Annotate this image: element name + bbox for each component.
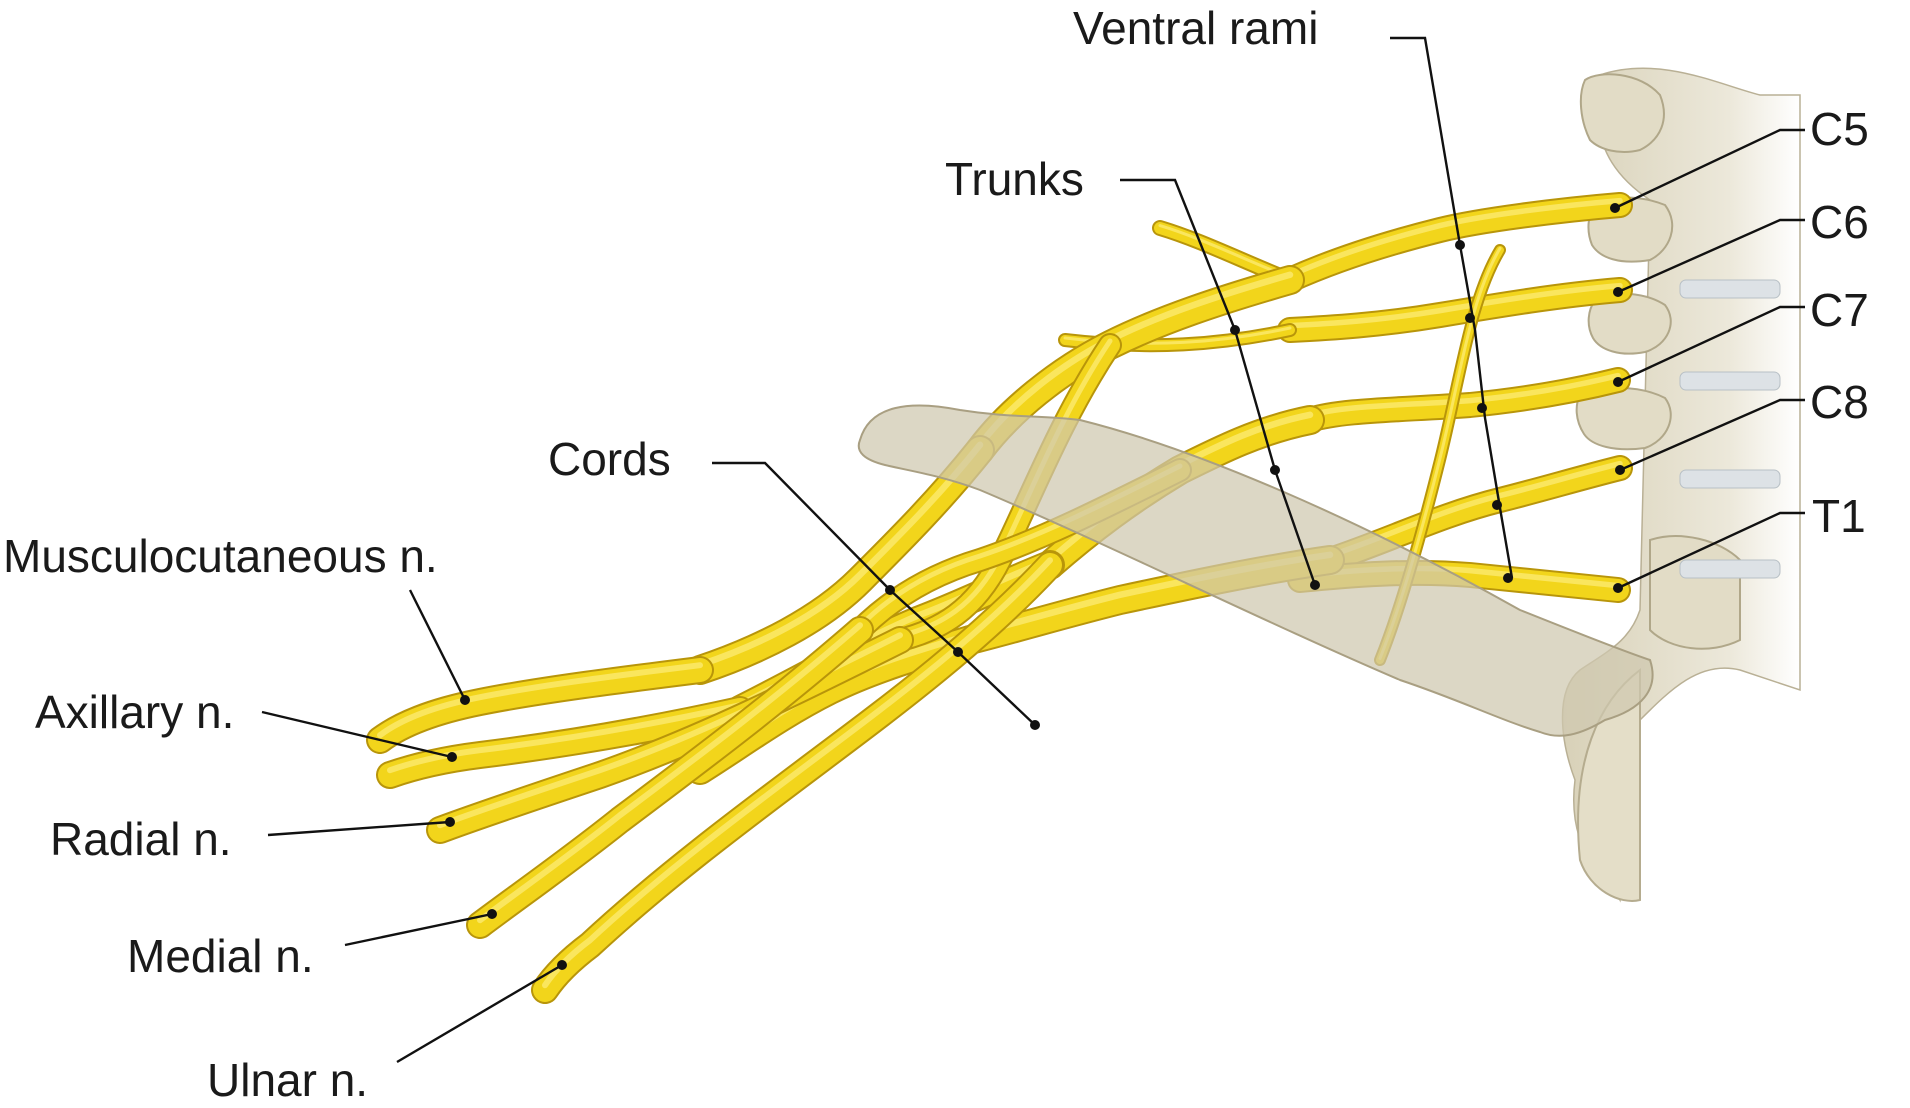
dot-radial — [445, 817, 455, 827]
label-cords: Cords — [548, 433, 671, 485]
dot-cords-1 — [885, 585, 895, 595]
dot-ventral-rami-3 — [1477, 403, 1487, 413]
leader-c6 — [1617, 218, 1805, 294]
dot-trunks-3 — [1310, 580, 1320, 590]
nerve-lateral-cord — [685, 435, 995, 685]
brachial-plexus-nerves — [366, 192, 1633, 1004]
dot-axillary — [447, 752, 457, 762]
nerve-root-c6 — [1277, 277, 1633, 343]
dot-ventral-rami-2 — [1465, 313, 1475, 323]
label-radial: Radial n. — [50, 813, 232, 865]
label-c8: C8 — [1810, 376, 1869, 428]
leader-musculocutaneous — [408, 589, 467, 701]
nerve-root-c5 — [1277, 192, 1633, 293]
dot-cords-2 — [953, 647, 963, 657]
label-ulnar: Ulnar n. — [207, 1054, 368, 1106]
leader-c7 — [1617, 305, 1805, 384]
dot-medial — [487, 909, 497, 919]
leader-t1 — [1617, 511, 1805, 590]
disc-3 — [1679, 469, 1781, 489]
nerve-highlight — [1287, 282, 1623, 329]
leader-radial — [267, 820, 451, 837]
vertebra-c4 — [1579, 73, 1665, 153]
label-axillary: Axillary n. — [35, 686, 234, 738]
nerve-axillary-n — [376, 696, 754, 789]
nerve-fill — [1279, 194, 1631, 291]
nerve-highlight — [477, 622, 863, 924]
dot-trunks-1 — [1230, 325, 1240, 335]
disc-1 — [1679, 279, 1781, 299]
dot-cords-3 — [1030, 720, 1040, 730]
nerve-highlight — [387, 702, 743, 774]
dot-musculocutaneous — [460, 695, 470, 705]
dot-c6 — [1613, 287, 1623, 297]
disc-2 — [1679, 371, 1781, 391]
nerve-root-c7 — [1297, 367, 1631, 433]
label-c7: C7 — [1810, 284, 1869, 336]
label-c6: C6 — [1810, 196, 1869, 248]
vertebra-c6 — [1587, 292, 1672, 355]
clavicle — [857, 404, 1654, 737]
labels: Ventral rami Trunks Cords C5 C6 C7 C8 T1… — [3, 2, 1869, 1106]
nerve-fill — [687, 437, 993, 683]
nerve-fill — [1299, 369, 1629, 431]
label-trunks: Trunks — [945, 153, 1084, 205]
disc-4 — [1679, 559, 1781, 579]
label-t1: T1 — [1812, 490, 1866, 542]
nerve-fill — [368, 658, 712, 752]
nerve-highlight — [1158, 224, 1292, 280]
leader-c8 — [1619, 398, 1805, 472]
nerve-fill — [468, 618, 872, 937]
nerve-medial-n — [466, 616, 874, 939]
dot-c7 — [1613, 377, 1623, 387]
nerve-highlight — [696, 441, 984, 669]
dot-ventral-rami-5 — [1503, 573, 1513, 583]
dot-trunks-2 — [1270, 465, 1280, 475]
nerve-fill — [1279, 279, 1631, 341]
nerve-fill — [378, 698, 752, 787]
vertebra-c7 — [1575, 386, 1672, 451]
nerve-musculocutaneous-n — [366, 656, 714, 754]
dot-t1 — [1613, 583, 1623, 593]
dot-ventral-rami-4 — [1492, 500, 1502, 510]
dot-ulnar — [557, 960, 567, 970]
leader-axillary — [261, 710, 453, 759]
dot-c5 — [1610, 203, 1620, 213]
nerve-highlight — [1307, 372, 1621, 419]
dot-c8 — [1615, 465, 1625, 475]
dot-ventral-rami-1 — [1455, 240, 1465, 250]
nerve-highlight — [377, 662, 703, 739]
label-ventral-rami: Ventral rami — [1073, 2, 1318, 54]
leader-ulnar — [396, 963, 563, 1064]
leader-medial — [344, 912, 493, 947]
leader-c5 — [1614, 128, 1805, 210]
nerve-highlight — [1287, 197, 1623, 279]
label-c5: C5 — [1810, 103, 1869, 155]
leader-lines — [261, 36, 1805, 1064]
label-medial: Medial n. — [127, 930, 314, 982]
label-musculocutaneous: Musculocutaneous n. — [3, 530, 438, 582]
